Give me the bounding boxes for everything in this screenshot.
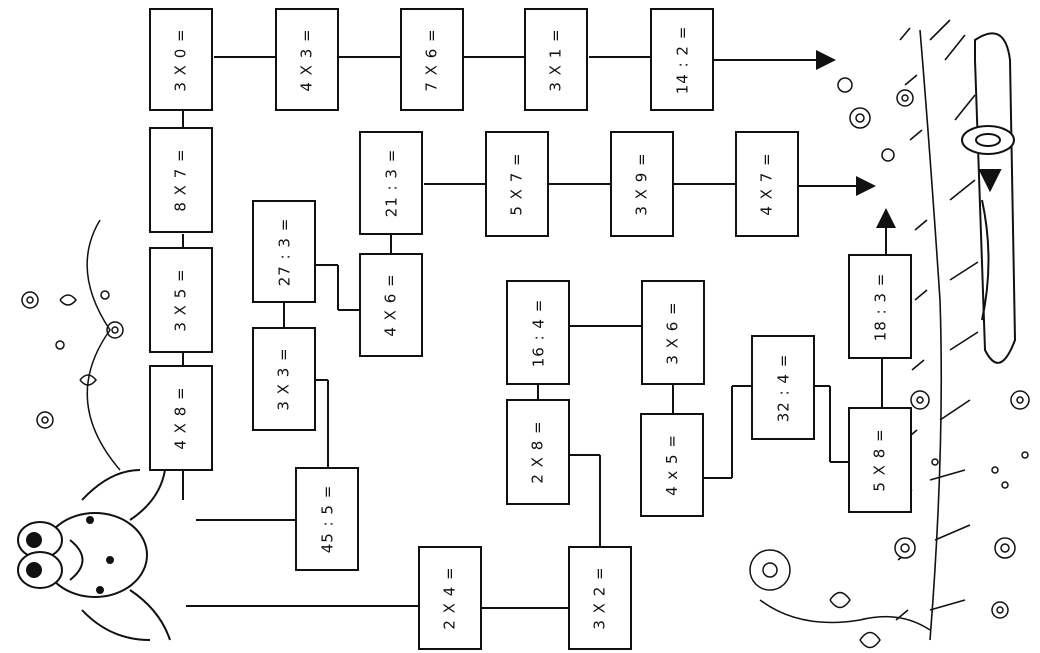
equation-text: 21 : 3 = <box>382 148 400 218</box>
equation-text: 3 X 6 = <box>664 300 682 365</box>
equation-box[interactable]: 4 X 3 = <box>275 8 339 111</box>
equation-box[interactable]: 14 : 2 = <box>650 8 714 111</box>
equation-box[interactable]: 32 : 4 = <box>751 335 815 440</box>
equation-text: 4 x 5 = <box>663 434 681 496</box>
equation-box[interactable]: 7 X 6 = <box>400 8 464 111</box>
equation-text: 3 X 5 = <box>172 268 190 332</box>
equation-text: 16 : 4 = <box>529 298 547 367</box>
equation-text: 3 X 1 = <box>547 27 565 92</box>
equation-text: 4 X 6 = <box>382 273 400 337</box>
equation-text: 3 X 9 = <box>633 152 651 216</box>
equation-box[interactable]: 3 X 5 = <box>149 247 213 353</box>
equation-text: 5 X 8 = <box>871 428 889 492</box>
equation-box[interactable]: 3 X 2 = <box>568 546 632 650</box>
equation-box[interactable]: 5 X 8 = <box>848 407 912 513</box>
equation-box[interactable]: 21 : 3 = <box>359 131 423 235</box>
equation-box[interactable]: 18 : 3 = <box>848 254 912 359</box>
equation-text: 7 X 6 = <box>423 27 441 92</box>
equation-box[interactable]: 4 x 5 = <box>640 413 704 517</box>
equation-text: 3 X 2 = <box>591 566 609 630</box>
equation-text: 4 X 8 = <box>172 386 190 450</box>
equation-text: 45 : 5 = <box>318 484 336 554</box>
equation-text: 3 X 3 = <box>275 347 293 411</box>
equation-text: 2 X 8 = <box>529 420 547 484</box>
equation-box[interactable]: 2 X 4 = <box>418 546 482 650</box>
equation-box[interactable]: 4 X 6 = <box>359 253 423 357</box>
equation-box[interactable]: 3 X 1 = <box>524 8 588 111</box>
equation-box[interactable]: 5 X 7 = <box>485 131 549 237</box>
equation-box[interactable]: 3 X 0 = <box>149 8 213 111</box>
equation-box[interactable]: 4 X 7 = <box>735 131 799 237</box>
equation-box[interactable]: 27 : 3 = <box>252 200 316 303</box>
equation-box[interactable]: 3 X 9 = <box>610 131 674 237</box>
flower-icon <box>749 77 1030 649</box>
flower-icon <box>21 219 124 471</box>
equation-box[interactable]: 4 X 8 = <box>149 365 213 471</box>
equation-box[interactable]: 2 X 8 = <box>506 399 570 505</box>
equation-text: 32 : 4 = <box>774 353 792 422</box>
equation-text: 4 X 3 = <box>298 27 316 92</box>
equation-text: 3 X 0 = <box>172 27 190 92</box>
equation-text: 27 : 3 = <box>275 217 293 286</box>
equation-box[interactable]: 16 : 4 = <box>506 280 570 385</box>
equation-text: 4 X 7 = <box>758 152 776 216</box>
equation-box[interactable]: 3 X 6 = <box>641 280 705 385</box>
equation-text: 8 X 7 = <box>172 148 190 212</box>
equation-box[interactable]: 3 X 3 = <box>252 327 316 431</box>
equation-text: 5 X 7 = <box>508 152 526 216</box>
equation-box[interactable]: 45 : 5 = <box>295 467 359 571</box>
frog-icon <box>17 469 171 641</box>
log-icon <box>961 32 1017 364</box>
equation-text: 2 X 4 = <box>441 566 459 630</box>
equation-text: 14 : 2 = <box>673 25 691 94</box>
equation-box[interactable]: 8 X 7 = <box>149 127 213 233</box>
equation-text: 18 : 3 = <box>871 272 889 341</box>
